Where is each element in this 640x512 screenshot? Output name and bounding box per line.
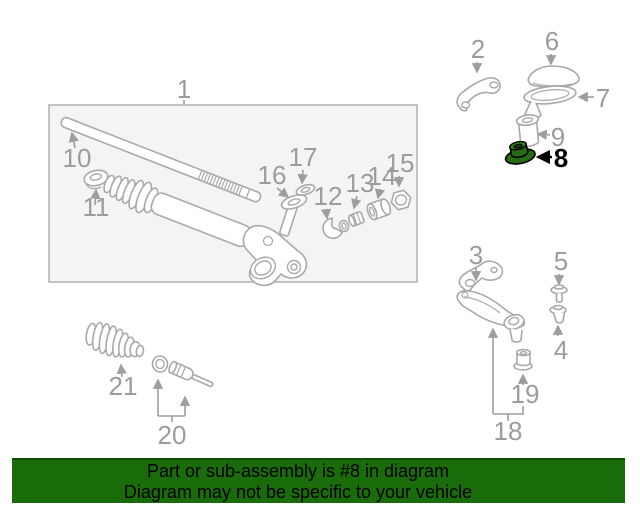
callout-6: 6 [545,26,559,66]
part-5-bolt [550,284,568,303]
callout-8-label: 8 [554,143,568,173]
parts-diagram: 1 10 11 16 17 12 13 14 15 2 6 7 [48,26,610,450]
callout-3: 3 [469,240,483,282]
part-12-half-bushing [322,217,344,240]
part-7-cover [523,85,577,119]
callout-9-label: 9 [551,122,565,152]
part-16-washer [280,194,308,210]
part-2-bracket [456,77,501,112]
callout-15-label: 15 [386,148,415,178]
callout-7: 7 [577,83,610,113]
callout-19: 19 [511,373,540,409]
callout-21: 21 [109,363,138,401]
callout-4-label: 4 [554,335,568,365]
callout-17-label: 17 [289,142,318,172]
banner-line1: Part or sub-assembly is #8 in diagram [146,461,450,481]
callout-14-label: 14 [368,161,397,191]
callout-9: 9 [536,122,565,152]
part-8-highlighted [504,140,536,165]
callout-12: 12 [314,181,343,220]
part-pinion-housing [242,199,308,287]
part-13-rings [338,211,365,233]
callout-21-label: 21 [109,371,138,401]
callout-1: 1 [177,74,191,105]
callout-5-label: 5 [554,246,568,276]
part-15-nut [390,189,412,211]
callout-10-label: 10 [63,143,92,173]
callout-16: 16 [258,160,290,198]
part-20-tie-rod [151,355,214,388]
callout-8-highlighted: 8 [535,143,568,173]
callout-7-label: 7 [596,83,610,113]
callout-13-label: 13 [346,168,375,198]
callout-15: 15 [386,148,415,188]
part-17-washer [295,183,316,196]
callout-17: 17 [289,142,318,185]
callout-13: 13 [346,168,375,210]
callout-16-label: 16 [258,160,287,190]
callout-18: 18 [487,327,524,446]
callout-12-label: 12 [314,181,343,211]
callout-14: 14 [368,161,397,200]
callout-1-label: 1 [177,74,191,104]
callout-2: 2 [471,34,485,74]
callout-20-label: 20 [158,420,187,450]
callout-4: 4 [552,324,568,365]
callout-10: 10 [63,131,92,173]
callout-19-label: 19 [511,379,540,409]
disclaimer-banner: Part or sub-assembly is #8 in diagram Di… [12,458,625,503]
callout-5: 5 [554,246,568,286]
callout-11: 11 [83,188,110,222]
part-9-bushing [515,114,540,147]
callout-2-label: 2 [471,34,485,64]
callout-3-label: 3 [469,240,483,270]
callout-20: 20 [152,378,191,450]
callout-6-label: 6 [545,26,559,56]
part-6-cap [527,65,580,88]
part-18-control-arm [456,290,526,343]
part-4-bolt [549,304,567,324]
part-11-grommet [83,169,109,190]
part-21-boot [85,321,145,358]
part-14-bushing [366,198,392,221]
banner-line2: Diagram may not be specific to your vehi… [123,482,473,502]
part-19-bushing [513,348,533,371]
part-rack-shaft [60,116,262,203]
